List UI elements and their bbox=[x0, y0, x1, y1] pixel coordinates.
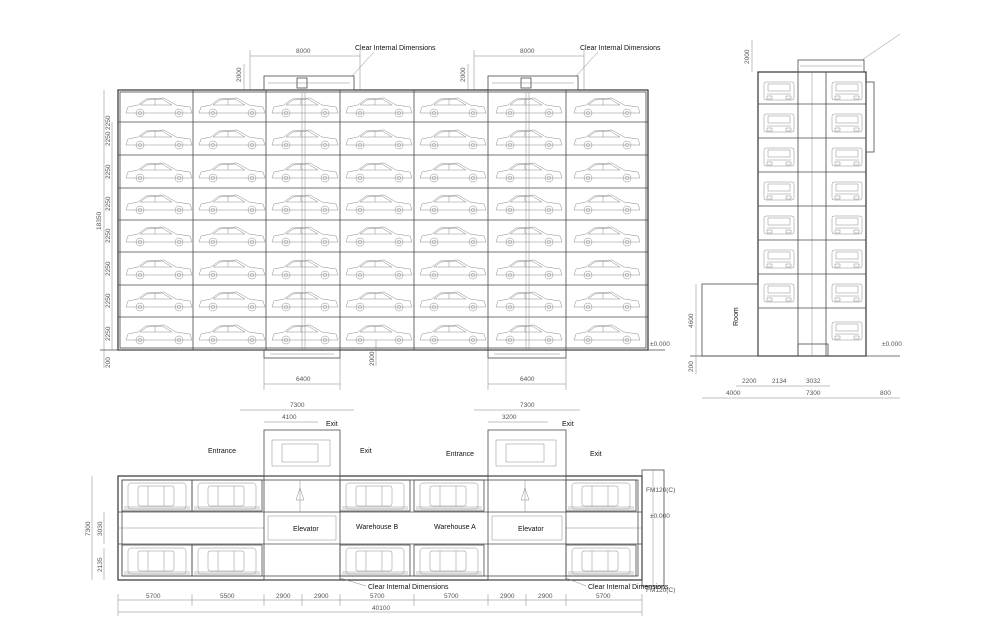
exit-side-label-1: Exit bbox=[360, 448, 372, 455]
plan-clear-label-2: Clear Internal Dimensions bbox=[588, 584, 669, 591]
elevator-label-2: Elevator bbox=[518, 526, 544, 533]
hoist-left bbox=[263, 75, 355, 91]
plan-bottom-dim-1: 5700 bbox=[146, 593, 161, 600]
warehouse-a-label: Warehouse A bbox=[434, 524, 476, 531]
top-dim-right: 8000 bbox=[520, 48, 535, 55]
elevator-shaft-right bbox=[525, 92, 530, 350]
side-dim-2200: 2200 bbox=[742, 378, 757, 385]
plan-right-annex: FM120(C) FM120(C) ±0.000 bbox=[641, 469, 675, 594]
plan-bottom-dim-5: 5700 bbox=[370, 593, 385, 600]
elevator-bay-2: Elevator bbox=[487, 475, 567, 581]
elevator-label-1: Elevator bbox=[293, 526, 319, 533]
side-elevation: Room 2000 4600 200 2200 2134 3032 4000 7… bbox=[688, 33, 902, 399]
elevator-shaft-left bbox=[301, 92, 306, 350]
hoist-right bbox=[487, 75, 579, 91]
level-height-3: 2250 bbox=[105, 196, 112, 211]
machine-room: Room bbox=[701, 283, 759, 357]
side-ladder bbox=[865, 81, 875, 153]
column-lines bbox=[192, 90, 567, 350]
bottom-dim-right: 6400 bbox=[520, 376, 535, 383]
exit-side-label-2: Exit bbox=[590, 451, 602, 458]
right-mark-top: FM120(C) bbox=[646, 487, 675, 494]
warehouse-b-label: Warehouse B bbox=[356, 524, 398, 531]
plan-bottom-dim-6: 5700 bbox=[444, 593, 459, 600]
entrance-box-1: Exit Entrance Exit bbox=[208, 421, 372, 477]
parked-cars bbox=[125, 97, 641, 345]
room-height-dim: 4600 bbox=[688, 313, 695, 328]
plan-clear-labels: Clear Internal Dimensions Clear Internal… bbox=[339, 577, 669, 591]
top-dim-left: 8000 bbox=[296, 48, 311, 55]
level-height-6: 2250 bbox=[105, 293, 112, 308]
level-height-2: 2250 bbox=[105, 164, 112, 179]
front-elevation: 8000 8000 2000 2000 Clear Internal Dimen… bbox=[96, 45, 670, 390]
side-dim-800: 800 bbox=[880, 390, 891, 397]
plan-sub-dim-2: 3200 bbox=[502, 414, 517, 421]
plan-sub-dim-1: 4100 bbox=[282, 414, 297, 421]
pit-right bbox=[487, 349, 567, 359]
floor-plan: Elevator Elevator Warehouse B Warehouse … bbox=[85, 402, 675, 616]
side-dim-4000: 4000 bbox=[726, 390, 741, 397]
level-height-4: 2250 bbox=[105, 228, 112, 243]
plan-clear-label-1: Clear Internal Dimensions bbox=[368, 584, 449, 591]
plan-left-mid: 3030 bbox=[97, 521, 104, 536]
side-dim-2134: 2134 bbox=[772, 378, 787, 385]
base-mark: 200 bbox=[105, 357, 112, 368]
entrance-label-2: Entrance bbox=[446, 451, 474, 458]
left-dimensions: 18350 2250 2250 2250 2250 2250 2250 2250… bbox=[96, 90, 113, 368]
side-cars bbox=[763, 81, 863, 341]
entrance-box-2: Exit Entrance Exit bbox=[446, 421, 602, 477]
side-top-structure bbox=[797, 33, 901, 73]
room-label: Room bbox=[733, 307, 740, 326]
side-top-dim: 2000 bbox=[744, 49, 751, 64]
plan-right-level: ±0.000 bbox=[650, 513, 670, 520]
plan-overall-width: 40100 bbox=[372, 605, 390, 612]
plan-bottom-dim-8: 2900 bbox=[538, 593, 553, 600]
bottom-dimensions: 6400 6400 2000 ±0.000 bbox=[263, 340, 670, 390]
side-dim-7300: 7300 bbox=[806, 390, 821, 397]
plan-left-low: 2135 bbox=[97, 557, 104, 572]
pit-depth-dim: 2000 bbox=[369, 351, 376, 366]
level-height-5: 2250 bbox=[105, 261, 112, 276]
side-dimensions: 2000 4600 200 2200 2134 3032 4000 7300 8… bbox=[688, 40, 902, 399]
side-grade-mark: ±0.000 bbox=[882, 341, 902, 348]
top-side-dim-right: 2000 bbox=[460, 67, 467, 82]
plan-top-dimensions: 7300 4100 7300 3200 bbox=[240, 402, 580, 423]
level-height-1: 2250 bbox=[105, 131, 112, 146]
plan-top-dim-1: 7300 bbox=[290, 402, 305, 409]
plan-bottom-dim-3: 2900 bbox=[276, 593, 291, 600]
clear-internal-label-right: Clear Internal Dimensions bbox=[580, 45, 661, 52]
level-lines bbox=[118, 121, 648, 318]
top-dimensions: 8000 8000 2000 2000 Clear Internal Dimen… bbox=[236, 45, 661, 90]
exit-label-2: Exit bbox=[562, 421, 574, 428]
front-grade-mark: ±0.000 bbox=[650, 341, 670, 348]
side-base-dim: 200 bbox=[688, 361, 695, 372]
bottom-dim-left: 6400 bbox=[296, 376, 311, 383]
side-dim-3032: 3032 bbox=[806, 378, 821, 385]
plan-left-dimensions: 7300 3030 2135 bbox=[85, 476, 105, 580]
plan-top-dim-2: 7300 bbox=[520, 402, 535, 409]
clear-internal-label-left: Clear Internal Dimensions bbox=[355, 45, 436, 52]
plan-bottom-dim-4: 2900 bbox=[314, 593, 329, 600]
entrance-label-1: Entrance bbox=[208, 448, 236, 455]
level-height-7: 2250 bbox=[105, 326, 112, 341]
level-height-8: 2250 bbox=[105, 115, 112, 130]
overall-height-dim: 18350 bbox=[96, 212, 103, 230]
plan-bottom-dim-9: 5700 bbox=[596, 593, 611, 600]
elevator-bay-1: Elevator bbox=[263, 475, 341, 581]
plan-left-total: 7300 bbox=[85, 521, 92, 536]
top-side-dim-left: 2000 bbox=[236, 67, 243, 82]
plan-bottom-dim-7: 2900 bbox=[500, 593, 515, 600]
exit-label-1: Exit bbox=[326, 421, 338, 428]
right-mark-bottom: FM120(C) bbox=[646, 587, 675, 594]
plan-bottom-dimensions: 5700 5500 2900 2900 5700 5700 2900 2900 … bbox=[117, 593, 643, 616]
pit-left bbox=[263, 349, 341, 359]
plan-bottom-dim-2: 5500 bbox=[220, 593, 235, 600]
